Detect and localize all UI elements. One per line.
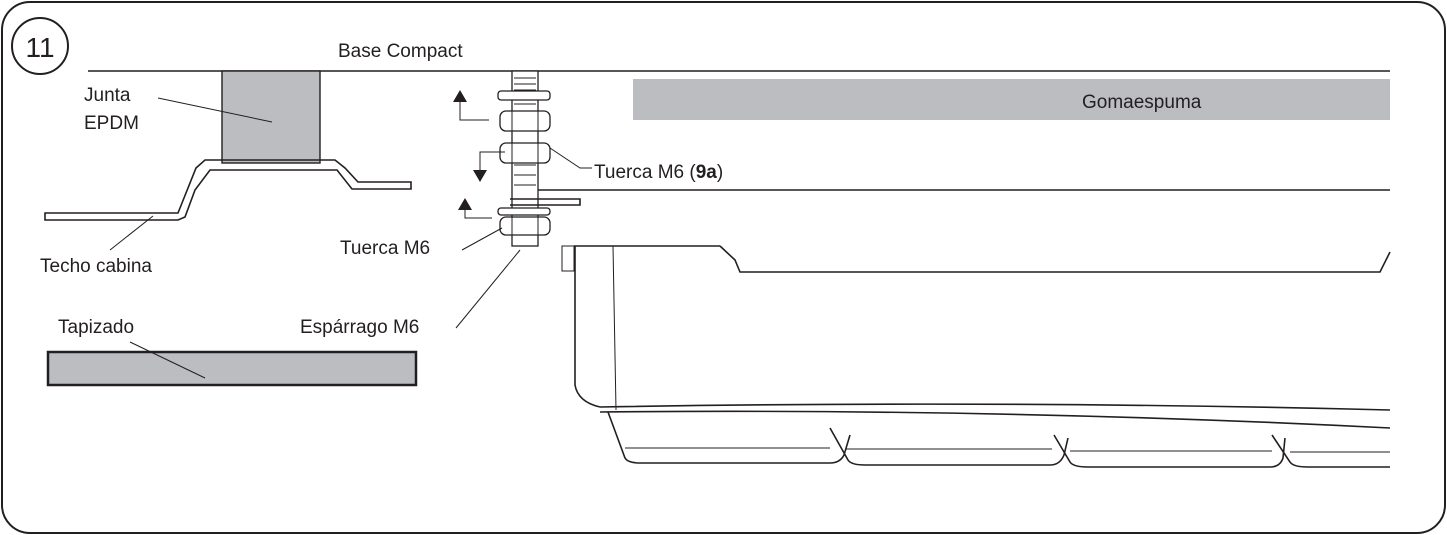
washer-bottom <box>497 207 551 216</box>
nut-lower <box>499 216 551 236</box>
washer-top <box>497 90 551 101</box>
nut-leader <box>461 227 503 251</box>
ac-unit-body <box>561 245 1391 468</box>
figure-number: 11 <box>11 17 69 75</box>
nut-upper <box>499 110 551 132</box>
gasket-leader <box>157 97 273 123</box>
upholstery-panel <box>46 350 418 387</box>
stud-leader <box>455 249 521 329</box>
foam-label: Gomaespuma <box>1082 92 1202 113</box>
nut-9a-leader <box>549 147 592 169</box>
base-compact-label: Base Compact <box>338 41 463 62</box>
cabin-roof-profile <box>44 159 412 221</box>
nut-9a-label-bold: 9a <box>696 162 718 183</box>
nut-9a-label-suffix: ) <box>717 162 723 183</box>
nut-9a-label-prefix: Tuerca M6 ( <box>594 162 696 183</box>
arrow-up-lower-icon <box>458 198 492 219</box>
stud-label: Espárrago M6 <box>300 317 419 338</box>
upholstery-leader <box>129 341 206 379</box>
arrow-up-icon <box>453 90 489 121</box>
unit-flange <box>510 198 581 206</box>
roof-label: Techo cabina <box>40 256 152 277</box>
arrow-down-icon <box>473 151 505 182</box>
nut-label: Tuerca M6 <box>340 238 430 259</box>
gasket-label-line2: EPDM <box>84 113 139 134</box>
nut-9a <box>499 142 551 164</box>
roof-leader <box>109 215 154 251</box>
foam-block <box>633 79 1390 120</box>
upholstery-label: Tapizado <box>58 317 134 338</box>
figure-number-text: 11 <box>25 32 54 63</box>
gasket-label-line1: Junta <box>84 85 131 106</box>
epdm-gasket <box>221 70 321 164</box>
nut-9a-label: Tuerca M6 (9a) <box>594 162 723 183</box>
